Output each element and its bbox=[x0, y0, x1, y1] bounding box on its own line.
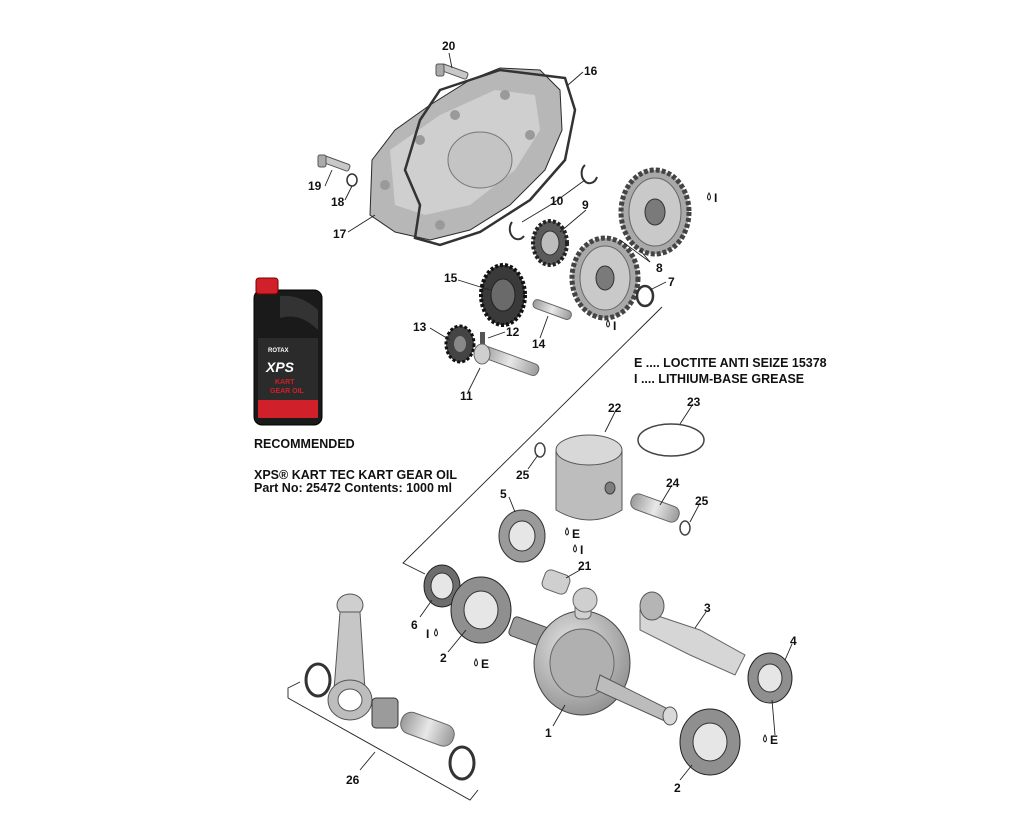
circlip-10b bbox=[508, 221, 525, 241]
bottle-label-1: KART bbox=[275, 379, 295, 386]
callout-12: 12 bbox=[506, 325, 520, 339]
callout-3: 3 bbox=[704, 601, 711, 615]
callout-19: 19 bbox=[308, 179, 322, 193]
callout-20: 20 bbox=[442, 39, 456, 53]
callout-16: 16 bbox=[584, 64, 598, 78]
symbol-i-gear8: I bbox=[714, 191, 717, 205]
cover-gasket bbox=[403, 68, 577, 247]
callout-11: 11 bbox=[460, 389, 473, 403]
callout-18: 18 bbox=[331, 195, 345, 209]
bearing-4 bbox=[747, 652, 793, 704]
piston-ring-23 bbox=[637, 423, 705, 457]
callout-25a: 25 bbox=[516, 468, 530, 482]
pin-14 bbox=[532, 299, 572, 320]
droplet-icon bbox=[763, 734, 767, 743]
circlip-25a bbox=[534, 442, 546, 458]
callout-14: 14 bbox=[532, 337, 546, 351]
callout-22: 22 bbox=[608, 401, 622, 415]
callout-2-left: 2 bbox=[440, 651, 447, 665]
callout-1: 1 bbox=[545, 726, 552, 740]
bottle-label-2: GEAR OIL bbox=[270, 388, 305, 395]
callout-21: 21 bbox=[578, 559, 592, 573]
callout-8: 8 bbox=[656, 261, 663, 275]
screw-19 bbox=[317, 154, 351, 172]
pin-12 bbox=[480, 332, 485, 350]
droplet-icon bbox=[707, 192, 711, 201]
recommended-part-number: Part No: 25472 Contents: 1000 ml bbox=[254, 481, 452, 495]
callout-24: 24 bbox=[666, 476, 680, 490]
gear-13 bbox=[444, 324, 476, 364]
symbol-e-bearing2r: E bbox=[770, 733, 778, 747]
callout-5: 5 bbox=[500, 487, 507, 501]
washer-18 bbox=[346, 173, 358, 187]
droplet-icon bbox=[434, 628, 438, 637]
droplet-icon bbox=[474, 658, 478, 667]
shaft-11 bbox=[473, 343, 540, 376]
symbol-e-bearing2: E bbox=[481, 657, 489, 671]
bearing-5 bbox=[498, 509, 546, 563]
callout-10: 10 bbox=[550, 194, 564, 208]
callout-7: 7 bbox=[668, 275, 675, 289]
gear-8-small bbox=[569, 235, 641, 321]
recommended-heading: RECOMMENDED bbox=[254, 437, 355, 451]
callout-numbers: 20 16 19 18 17 10 9 8 7 15 13 12 14 11 2… bbox=[308, 39, 797, 795]
bearing-2-left bbox=[450, 576, 512, 644]
ring-7 bbox=[635, 284, 655, 308]
gear-oil-bottle: ROTAX XPS KART GEAR OIL bbox=[253, 277, 323, 426]
callout-15: 15 bbox=[444, 271, 458, 285]
gear-8-large bbox=[618, 167, 692, 257]
symbol-i-seal6: I bbox=[426, 627, 429, 641]
callout-13: 13 bbox=[413, 320, 427, 334]
callout-4: 4 bbox=[790, 634, 797, 648]
callout-2-right: 2 bbox=[674, 781, 681, 795]
gear-15 bbox=[479, 263, 527, 327]
piston-22 bbox=[555, 434, 623, 521]
callout-17: 17 bbox=[333, 227, 347, 241]
gearbox-cover bbox=[369, 67, 563, 241]
droplet-icon bbox=[606, 319, 610, 328]
seal-6 bbox=[423, 564, 461, 608]
symbol-e-bearing5: E bbox=[572, 527, 580, 541]
callout-23: 23 bbox=[687, 395, 701, 409]
legend-loctite: E .... LOCTITE ANTI SEIZE 15378 bbox=[634, 356, 827, 370]
droplet-icon bbox=[565, 527, 569, 536]
bearing-2-right bbox=[679, 708, 741, 776]
leader-lines bbox=[287, 52, 793, 801]
symbol-i-gear8b: I bbox=[613, 319, 616, 333]
droplet-icon bbox=[573, 544, 577, 553]
callout-26: 26 bbox=[346, 773, 360, 787]
bottle-brand: ROTAX bbox=[268, 348, 289, 354]
screw-20 bbox=[435, 63, 469, 80]
callout-6: 6 bbox=[411, 618, 418, 632]
balance-shaft-3 bbox=[639, 591, 746, 676]
gear-9 bbox=[531, 219, 569, 267]
crankshaft-1 bbox=[508, 587, 678, 726]
circlip-10a bbox=[580, 164, 598, 185]
callout-9: 9 bbox=[582, 198, 589, 212]
needle-bearing-21 bbox=[541, 569, 571, 595]
legend-grease: I .... LITHIUM-BASE GREASE bbox=[634, 372, 805, 386]
circlip-25b bbox=[679, 520, 691, 536]
callout-25b: 25 bbox=[695, 494, 709, 508]
connecting-rod-kit-26 bbox=[304, 593, 476, 781]
piston-pin-24 bbox=[630, 493, 680, 523]
symbol-i-bearing21: I bbox=[580, 543, 583, 557]
lubrication-symbols: I I E I I E E bbox=[426, 191, 778, 747]
bottle-logo: XPS bbox=[265, 359, 295, 375]
recommended-product: XPS® KART TEC KART GEAR OIL bbox=[254, 468, 457, 482]
